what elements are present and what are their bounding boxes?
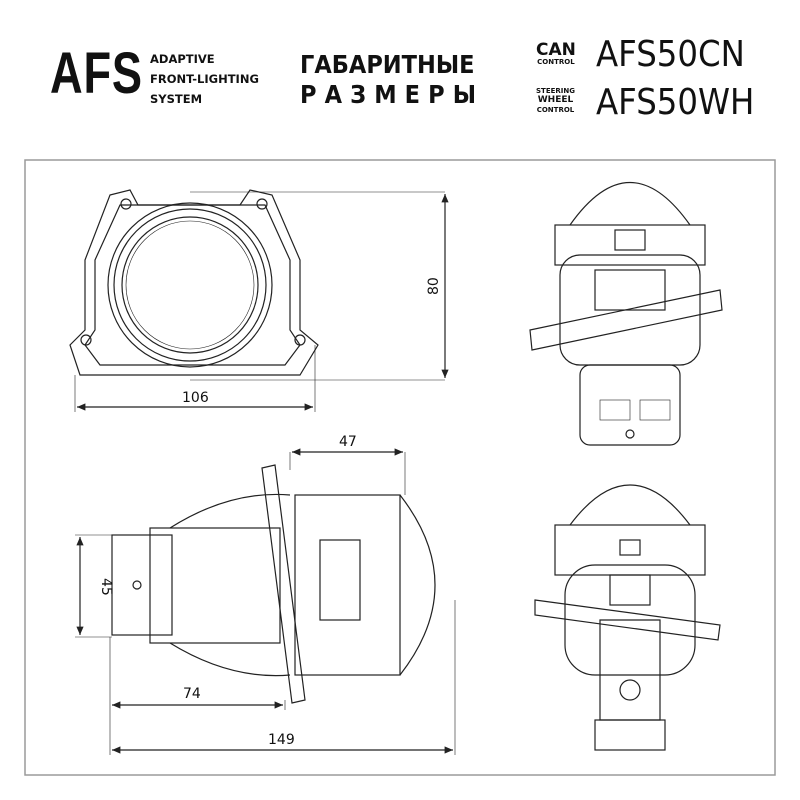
dim-label-149: 149 xyxy=(268,732,295,748)
can-label: CAN CONTROL xyxy=(536,40,576,67)
afs-logo: AFS xyxy=(50,41,143,106)
drawing-frame xyxy=(24,159,776,776)
dim-label-45: 45 xyxy=(98,578,114,596)
model-code-can: AFS50CN xyxy=(596,34,745,75)
control-text: CONTROL xyxy=(537,58,575,66)
model-code-wh: AFS50WH xyxy=(596,82,755,123)
wheel-text: WHEEL xyxy=(537,95,574,105)
title-line-1: ГАБАРИТНЫЕ xyxy=(300,50,475,79)
dim-label-106: 106 xyxy=(182,390,209,406)
can-text: CAN xyxy=(536,40,576,60)
control-text: CONTROL xyxy=(536,106,575,114)
subtitle-line: SYSTEM xyxy=(150,92,203,106)
dim-label-80: 80 xyxy=(426,277,442,295)
side-view xyxy=(75,448,456,755)
rear-view-can xyxy=(529,181,723,446)
dim-label-47: 47 xyxy=(339,434,357,450)
dim-label-74: 74 xyxy=(183,686,201,702)
title-line-2: РАЗМЕРЫ xyxy=(300,80,485,109)
steering-label: STEERING WHEEL CONTROL xyxy=(536,87,575,114)
subtitle-line: ADAPTIVE xyxy=(150,52,215,66)
logo-subtitle: ADAPTIVE FRONT-LIGHTING SYSTEM xyxy=(150,49,259,109)
page-title: ГАБАРИТНЫЕ РАЗМЕРЫ xyxy=(300,50,484,110)
steering-text: STEERING xyxy=(536,87,575,95)
rear-view-wh xyxy=(534,484,721,751)
subtitle-line: FRONT-LIGHTING xyxy=(150,72,259,86)
front-view xyxy=(69,189,449,412)
